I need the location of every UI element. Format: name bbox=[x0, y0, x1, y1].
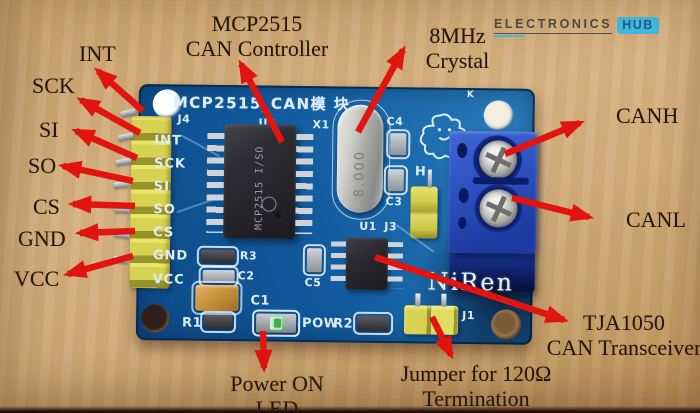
mounting-hole-bottom-right bbox=[490, 309, 522, 340]
mounting-hole-bottom-left bbox=[140, 304, 170, 333]
silk-pin-sck: SCK bbox=[153, 156, 187, 172]
label-canh: CANH bbox=[616, 103, 679, 128]
label-line: Jumper for 120Ω bbox=[400, 361, 552, 386]
label-crystal: 8MHz Crystal bbox=[405, 23, 510, 73]
silk-r3: R3 bbox=[239, 249, 258, 263]
silk-pin-so: SO bbox=[153, 202, 176, 218]
chip-pins-left bbox=[330, 241, 347, 288]
label-termination-jumper: Jumper for 120Ω Termination bbox=[395, 361, 557, 411]
power-led bbox=[251, 309, 301, 338]
label-can-controller: MCP2515 CAN Controller bbox=[178, 11, 336, 61]
jumper-pin bbox=[441, 293, 447, 307]
pcb-board: MCP2515_CAN模 块 K J4 INT SCK SI SO CS GND… bbox=[112, 84, 538, 345]
cap-c2 bbox=[198, 265, 239, 288]
label-power-on-led: Power ON LED bbox=[230, 371, 324, 413]
label-line: TJA1050 bbox=[583, 310, 665, 335]
pin-tip-cs bbox=[114, 206, 130, 213]
silk-pin-int: INT bbox=[154, 133, 182, 149]
silk-c5: C5 bbox=[304, 276, 322, 290]
silk-h: H bbox=[414, 164, 427, 180]
board-title-silkscreen: MCP2515_CAN模 块 bbox=[172, 93, 351, 114]
logo-accent-bar bbox=[494, 35, 524, 37]
chip-pins-right bbox=[295, 133, 314, 235]
silk-j4: J4 bbox=[177, 112, 191, 126]
silk-u1: U1 bbox=[359, 219, 377, 233]
silk-c1: C1 bbox=[250, 293, 271, 309]
arrow-cs bbox=[67, 195, 136, 214]
silk-pin-gnd: GND bbox=[152, 248, 189, 264]
terminal-slot bbox=[457, 142, 468, 159]
silk-pin-vcc: VCC bbox=[152, 272, 185, 288]
silk-r1: R1 bbox=[181, 315, 203, 331]
pin-tip-so bbox=[113, 181, 130, 189]
silk-pin-si: SI bbox=[153, 179, 171, 195]
logo-wordmark: ELECTRONICS bbox=[494, 17, 613, 37]
silk-c2: C2 bbox=[237, 269, 255, 283]
resistor-r3 bbox=[196, 245, 239, 268]
arrow-so bbox=[57, 160, 134, 185]
label-line: Crystal bbox=[425, 47, 490, 73]
label-line: 8MHz bbox=[429, 23, 486, 48]
cap-c1 bbox=[191, 280, 243, 316]
jumper-pin bbox=[427, 169, 432, 188]
label-int: INT bbox=[79, 41, 116, 66]
label-line: MCP2515 bbox=[211, 11, 303, 36]
mcp2515-marking: MCP2515 I/SO bbox=[253, 145, 266, 231]
pin-tip-si bbox=[115, 157, 132, 166]
silk-k: K bbox=[466, 90, 475, 101]
board-brand: NiRen bbox=[427, 267, 515, 297]
crystal-8mhz: 8.000 bbox=[336, 104, 384, 213]
j3-jumper bbox=[410, 169, 438, 239]
cap-c4a bbox=[386, 129, 411, 160]
silk-r2: R2 bbox=[332, 316, 354, 332]
pin-tip-gnd bbox=[113, 231, 130, 239]
pin-tip-vcc bbox=[112, 255, 129, 264]
cap-c4b bbox=[383, 165, 409, 196]
label-sck: SCK bbox=[32, 73, 75, 98]
silk-pin-cs: CS bbox=[153, 225, 175, 241]
chip-index-dot bbox=[273, 210, 285, 222]
silk-c4: C4 bbox=[386, 115, 404, 129]
silk-x1: X1 bbox=[312, 118, 330, 132]
resistor-r2 bbox=[352, 311, 394, 336]
screw-terminal-block bbox=[447, 130, 538, 254]
label-si: SI bbox=[39, 117, 59, 142]
label-line: CAN Transceiver bbox=[546, 334, 700, 360]
microchip-logo-icon bbox=[261, 196, 277, 212]
arrow-int bbox=[94, 67, 146, 114]
chip-pins-left bbox=[206, 132, 225, 234]
label-cs: CS bbox=[33, 194, 60, 219]
terminal-slot bbox=[458, 187, 469, 204]
led-glow bbox=[274, 318, 282, 328]
label-vcc: VCC bbox=[14, 266, 60, 291]
silk-j3: J3 bbox=[384, 220, 398, 234]
table-edge-shadow bbox=[0, 406, 700, 413]
chip-pins-right bbox=[387, 242, 404, 289]
cap-c5 bbox=[302, 244, 327, 277]
terminal-groove bbox=[472, 177, 529, 185]
crystal-marking: 8.000 bbox=[352, 149, 368, 198]
label-can-transceiver: TJA1050 CAN Transceiver bbox=[546, 310, 700, 360]
tja1050-chip bbox=[330, 237, 404, 291]
mounting-hole-top-right bbox=[483, 100, 514, 131]
silk-c3: C3 bbox=[385, 195, 403, 209]
mcp2515-chip: MCP2515 I/SO bbox=[206, 124, 314, 239]
resistor-r1 bbox=[199, 310, 237, 334]
electronics-hub-logo: ELECTRONICS HUB bbox=[494, 17, 659, 37]
label-canl: CANL bbox=[626, 207, 686, 232]
j1-termination-jumper bbox=[403, 293, 459, 335]
label-line: CAN Controller bbox=[185, 35, 329, 61]
logo-hub-badge: HUB bbox=[617, 17, 659, 34]
label-so: SO bbox=[28, 153, 57, 178]
silk-j1: J1 bbox=[462, 308, 476, 323]
terminal-slot bbox=[458, 216, 467, 230]
jumper-pin bbox=[415, 293, 421, 307]
label-gnd: GND bbox=[18, 226, 66, 251]
